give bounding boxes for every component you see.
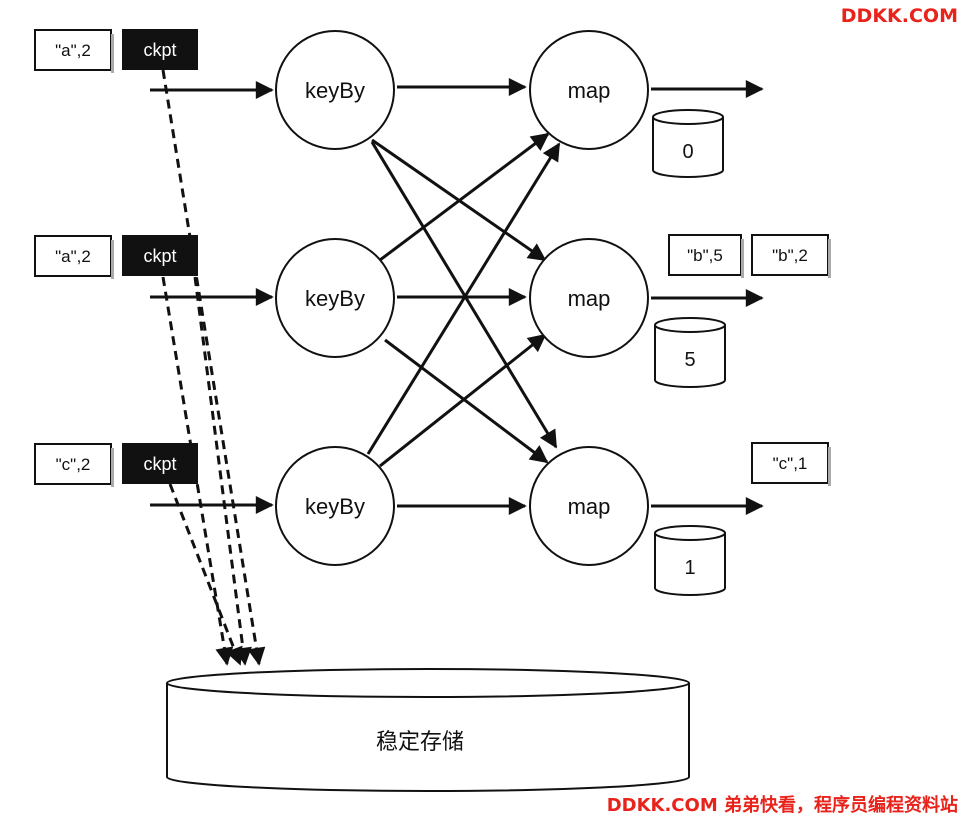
map-node-2: map [529, 238, 649, 358]
keyby-node-3: keyBy [275, 446, 395, 566]
record-box-shadow [111, 448, 114, 487]
input-edges [150, 81, 274, 514]
map-node-label: map [568, 78, 611, 103]
state-store-2: 5 [654, 317, 726, 388]
state-store-value: 1 [684, 557, 695, 579]
map-node-circle [529, 238, 649, 358]
checkpoint-arrow-3 [168, 483, 243, 666]
output-record-label: "b",5 [687, 246, 723, 265]
source-3: "c",2 ckpt [34, 443, 198, 487]
output-record-box-shadow [828, 447, 831, 486]
map-node-1: map [529, 30, 649, 150]
keyby-node-label: keyBy [305, 78, 365, 103]
keyby-node-circle [275, 30, 395, 150]
keyby-node-label: keyBy [305, 286, 365, 311]
keyby-map-edges [366, 78, 561, 515]
map-node-circle [529, 446, 649, 566]
output-record-box-shadow [741, 239, 744, 278]
checkpoint-label: ckpt [143, 246, 176, 266]
map-node-label: map [568, 286, 611, 311]
record-label: "c",2 [56, 455, 91, 474]
output-edges [651, 80, 764, 515]
checkpoint-arrow-1 [161, 69, 266, 666]
stable-storage-top [166, 668, 690, 698]
source-2: "a",2 ckpt [34, 235, 198, 279]
output-record-box [751, 234, 829, 276]
watermark-bottom: DDKK.COM 弟弟快看，程序员编程资料站 [606, 795, 958, 816]
record-box [34, 443, 112, 485]
map-node-label: map [568, 494, 611, 519]
output-record-box [751, 442, 829, 484]
stable-storage: 稳定存储 [166, 668, 690, 792]
edge-keyby2-map3 [384, 338, 549, 464]
output-record-box [668, 234, 742, 276]
output-3: "c",1 [751, 442, 831, 486]
keyby-node-label: keyBy [305, 494, 365, 519]
checkpoint-label: ckpt [143, 454, 176, 474]
keyby-node-circle [275, 446, 395, 566]
edge-keyby3-map2 [379, 333, 547, 468]
watermark-top: DDKK.COM [840, 5, 958, 27]
checkpoint-barrier [122, 235, 198, 276]
state-store-1: 0 [652, 109, 724, 178]
checkpoint-arrow-2b [193, 276, 252, 666]
record-label: "a",2 [55, 247, 91, 266]
checkpoint-edges [161, 69, 266, 666]
checkpoint-barrier [122, 443, 198, 484]
output-record-label: "c",1 [773, 454, 808, 473]
record-box [34, 235, 112, 277]
state-store-value: 5 [684, 349, 695, 371]
edge-keyby1-map3 [370, 141, 558, 449]
keyby-node-2: keyBy [275, 238, 395, 358]
state-store-top [654, 317, 726, 333]
record-box-shadow [111, 240, 114, 279]
output-2: "b",5 "b",2 [668, 234, 831, 278]
map-node-circle [529, 30, 649, 150]
state-store-top [652, 109, 724, 125]
checkpoint-label: ckpt [143, 40, 176, 60]
state-store-body [652, 117, 724, 178]
state-store-3: 1 [654, 525, 726, 596]
keyby-node-1: keyBy [275, 30, 395, 150]
checkpoint-barrier [122, 29, 198, 70]
record-box [34, 29, 112, 71]
state-store-body [654, 325, 726, 388]
keyby-node-circle [275, 238, 395, 358]
source-1: "a",2 ckpt [34, 29, 198, 73]
state-store-body [654, 533, 726, 596]
output-record-label: "b",2 [772, 246, 808, 265]
record-box-shadow [111, 34, 114, 73]
state-store-value: 0 [682, 141, 693, 163]
record-label: "a",2 [55, 41, 91, 60]
stable-storage-body [166, 683, 690, 792]
output-record-box-shadow [828, 239, 831, 278]
state-store-top [654, 525, 726, 541]
edge-keyby2-map1 [379, 132, 550, 262]
edge-keyby3-map1 [366, 142, 561, 455]
stable-storage-label: 稳定存储 [376, 730, 464, 755]
map-node-3: map [529, 446, 649, 566]
